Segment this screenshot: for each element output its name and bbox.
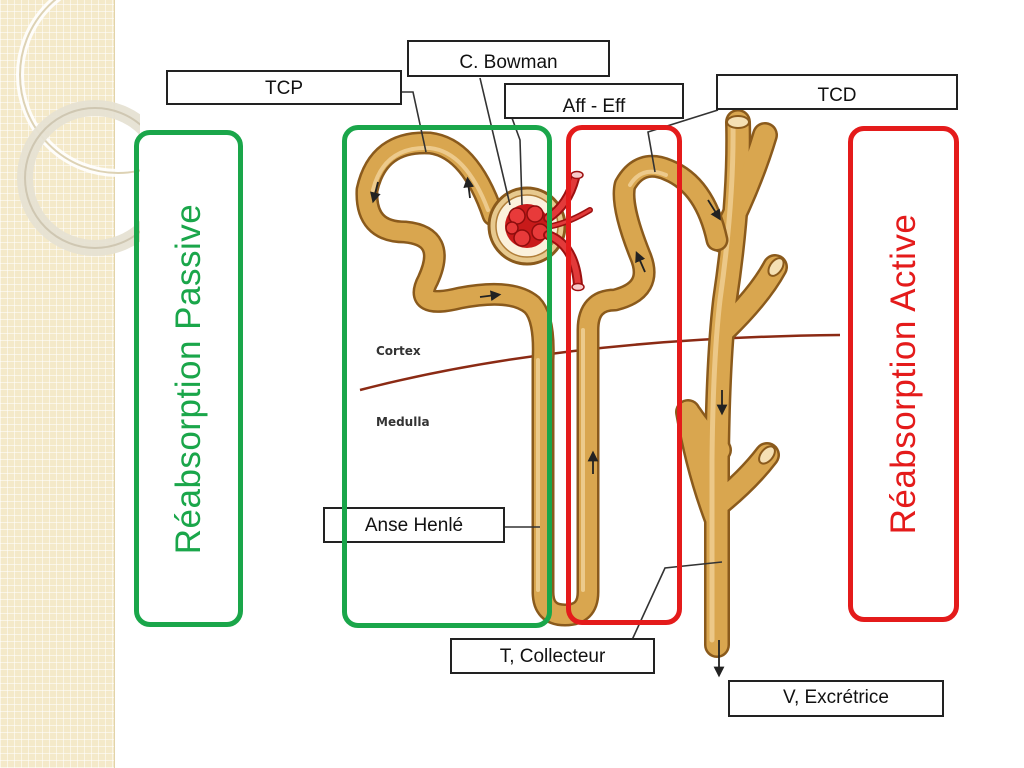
active-reabsorption-panel: Réabsorption Active [848, 126, 959, 622]
tcd-label: TCD [716, 74, 958, 110]
leader-lines [402, 77, 723, 641]
passive-reabsorption-title: Réabsorption Passive [168, 203, 208, 554]
cortex-label: Cortex [376, 344, 421, 358]
decorative-rings [16, 0, 140, 256]
collecting-tubule-label: T, Collecteur [450, 638, 655, 674]
flow-arrows [370, 176, 728, 678]
henle-loop-label: Anse Henlé [323, 507, 505, 543]
excretory-pathway-label: V, Excrétrice [728, 680, 944, 717]
tcp-label: TCP [166, 70, 402, 105]
bowman-capsule-label: C. Bowman [407, 40, 610, 77]
medulla-label: Medulla [376, 415, 430, 429]
active-region-box [566, 125, 682, 625]
passive-region-box [342, 125, 552, 628]
collecting-duct [675, 109, 788, 658]
afferent-efferent-label: Aff - Eff [504, 83, 684, 119]
glomerulus [505, 204, 549, 248]
passive-reabsorption-panel: Réabsorption Passive [134, 130, 243, 627]
active-reabsorption-title: Réabsorption Active [883, 213, 923, 535]
